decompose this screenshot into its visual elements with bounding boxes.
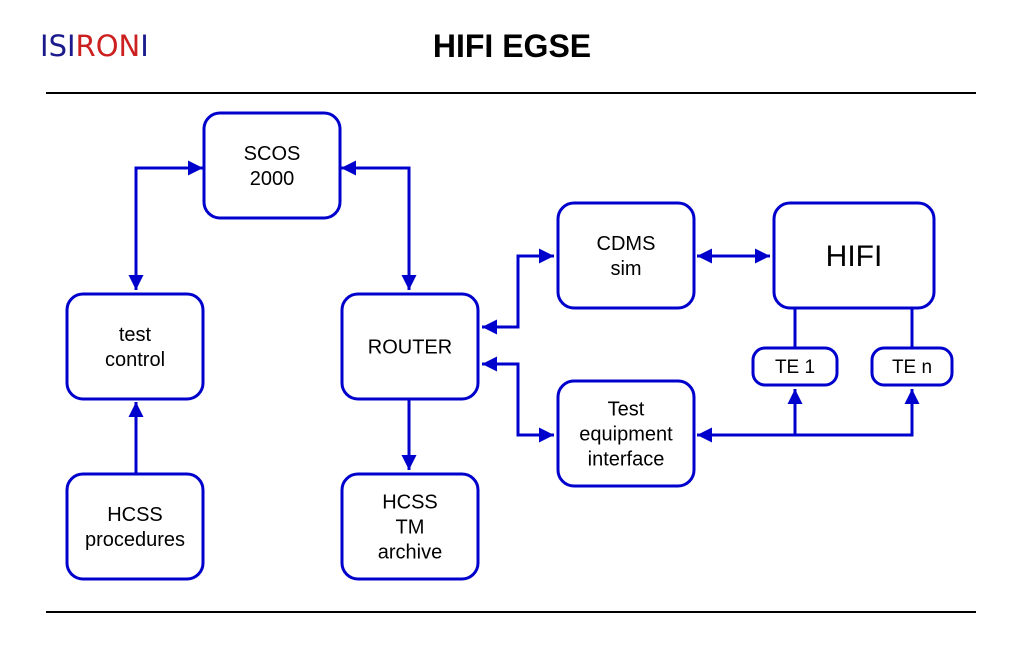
connector-scos-router [341,160,417,290]
node-label: sim [610,258,641,280]
logo-letter: R [75,29,96,63]
node-hcss-procedures: HCSS procedures [65,472,205,581]
node-te-1: TE 1 [751,346,839,387]
connector-test-equipment-interface-te-1 [697,389,803,443]
node-scos: SCOS 2000 [202,111,342,220]
node-label: Test [608,399,645,421]
node-label: TE n [892,357,932,378]
logo-letter: I [140,29,149,63]
logo-letter: O [95,29,119,63]
node-label: ROUTER [368,337,452,359]
logo-letter: I [66,29,76,63]
logo-letter: N [118,29,141,63]
node-box [751,346,839,387]
node-box [556,379,696,488]
node-label: TE 1 [775,357,815,378]
isironi-logo: ISIRONI [40,26,149,66]
connectors [128,160,920,474]
node-label: CDMS [597,233,656,255]
connector-scos-test-control [128,160,203,290]
node-box [65,472,205,581]
node-label: test [119,324,152,346]
node-label: archive [378,542,442,564]
node-label: TM [396,517,425,539]
node-box [65,292,205,401]
node-label: control [105,349,165,371]
node-label: 2000 [250,168,295,190]
logo-letter: S [48,29,67,63]
node-box [340,472,480,581]
node-label: procedures [85,529,185,551]
node-label: SCOS [244,143,301,165]
connector-router-test-equipment-interface [482,356,554,443]
node-hifi: HIFI [772,201,936,310]
node-box [556,201,696,310]
node-box [772,201,936,310]
logo-letter: I [40,29,49,63]
node-label: HCSS [107,504,163,526]
node-te-n: TE n [870,346,954,387]
connector-test-equipment-interface-te-n [795,389,920,437]
node-label: HCSS [382,492,438,514]
node-label: interface [588,449,665,471]
node-box [340,292,480,401]
node-hcss-tm-archive: HCSS TM archive [340,472,480,581]
node-box [870,346,954,387]
node-router: ROUTER [340,292,480,401]
node-box [202,111,342,220]
connector-router-cdms-sim [482,248,554,335]
node-cdms-sim: CDMS sim [556,201,696,310]
node-label: HIFI [826,240,883,273]
node-label: equipment [579,424,673,446]
node-test-equipment-interface: Test equipment interface [556,379,696,488]
node-test-control: test control [65,292,205,401]
page-title: HIFI EGSE [432,28,592,64]
